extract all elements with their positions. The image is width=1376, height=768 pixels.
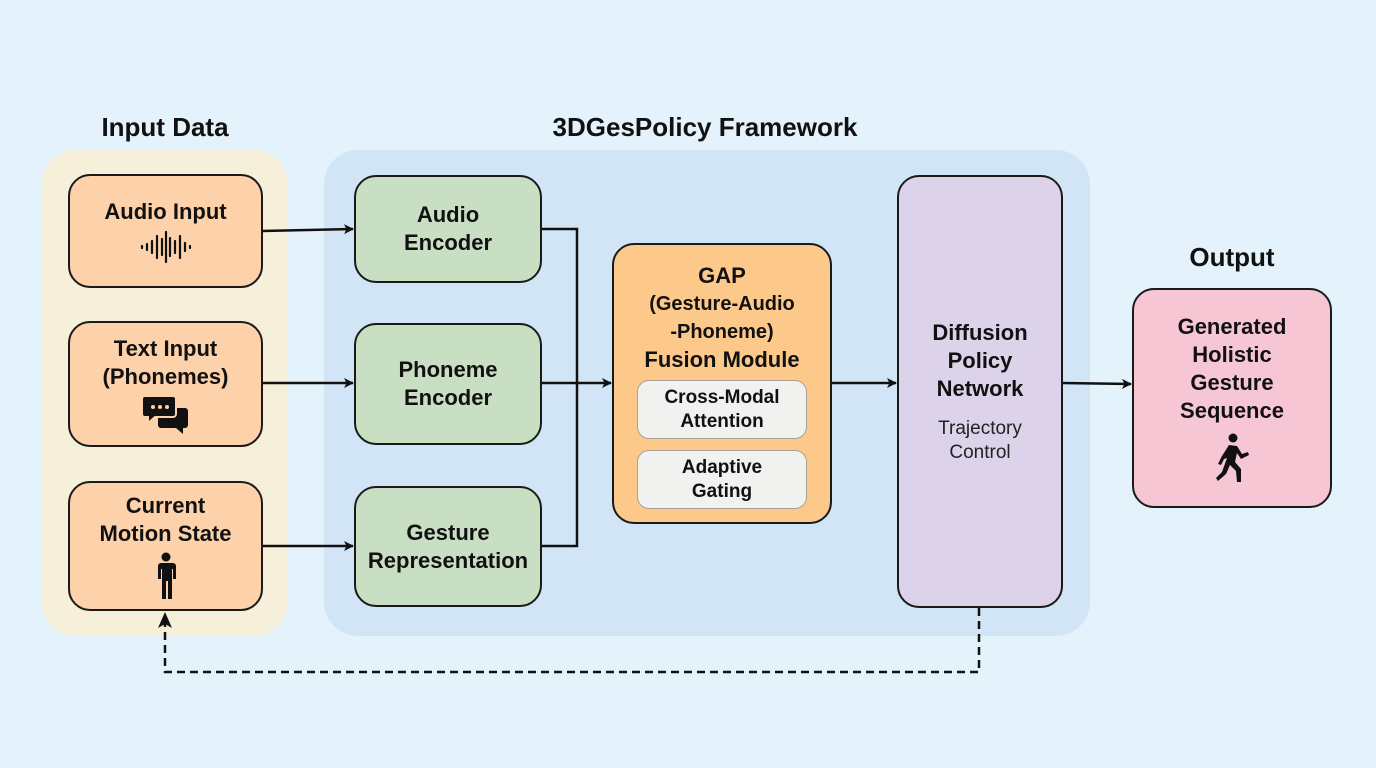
phoneme-encoder-box: Phoneme Encoder: [354, 323, 542, 445]
audio-encoder-label-line2: Encoder: [403, 230, 493, 255]
cross-modal-attention-box: Cross-Modal Attention: [637, 380, 807, 439]
adaptive-gating-box: Adaptive Gating: [637, 450, 807, 509]
fusion-label-line3: -Phoneme): [670, 321, 774, 343]
adaptive-gating-label-line1: Adaptive: [681, 456, 763, 478]
arrow-diffusion-to-output: [1061, 378, 1132, 389]
text-input-label-line1: Text Input: [113, 335, 218, 361]
framework-title: 3DGesPolicy Framework: [552, 112, 858, 142]
gesture-representation-label-line1: Gesture: [406, 519, 490, 545]
gesture-representation-label-line2: Representation: [367, 547, 529, 573]
audio-encoder-box: Audio Encoder: [354, 175, 542, 283]
output-label-line4: Sequence: [1180, 398, 1284, 423]
audio-input-label: Audio Input: [104, 199, 227, 224]
output-label-line1: Generated: [1177, 314, 1287, 339]
adaptive-gating-label-line2: Gating: [691, 480, 753, 502]
motion-state-box: Current Motion State: [68, 481, 263, 611]
fusion-label-line1: GAP: [698, 263, 746, 288]
output-label-line2: Holistic: [1192, 342, 1272, 367]
phoneme-encoder-label-line2: Encoder: [403, 385, 493, 410]
person-walking-icon: [1216, 433, 1249, 482]
chat-bubbles-icon: [142, 394, 188, 434]
audio-waveform-icon: [140, 230, 191, 264]
fusion-label-line4: Fusion Module: [644, 347, 800, 372]
audio-encoder-label-line1: Audio: [416, 202, 480, 227]
motion-state-label-line2: Motion State: [99, 521, 232, 546]
diffusion-label-line1: Diffusion: [932, 319, 1028, 345]
cross-modal-label-line1: Cross-Modal: [664, 386, 780, 408]
diffusion-label-line3: Network: [936, 375, 1024, 401]
motion-state-label-line1: Current: [125, 493, 206, 518]
text-input-box: Text Input (Phonemes): [68, 321, 263, 447]
output-title: Output: [1189, 242, 1275, 272]
diffusion-policy-network-box: Diffusion Policy Network Trajectory Cont…: [897, 175, 1063, 608]
audio-input-box: Audio Input: [68, 174, 263, 288]
person-standing-icon: [157, 552, 176, 599]
feedback-dashed-loop: [163, 608, 981, 674]
trajectory-control-line1: Trajectory: [938, 417, 1022, 439]
diffusion-label-line2: Policy: [947, 347, 1013, 373]
cross-modal-label-line2: Attention: [680, 410, 764, 432]
generated-gesture-sequence-box: Generated Holistic Gesture Sequence: [1132, 288, 1332, 508]
encoder-merge-bus: [541, 227, 579, 548]
gesture-representation-box: Gesture Representation: [354, 486, 542, 607]
text-input-label-line2: (Phonemes): [102, 363, 229, 389]
output-label-line3: Gesture: [1190, 370, 1274, 395]
trajectory-control-line2: Control: [949, 441, 1011, 463]
input-data-title: Input Data: [101, 112, 229, 142]
feedback-arrowhead: [158, 612, 172, 628]
arrow-audio-input-to-encoder: [261, 224, 354, 235]
phoneme-encoder-label-line1: Phoneme: [398, 357, 498, 382]
fusion-label-line2: (Gesture-Audio: [649, 293, 795, 315]
